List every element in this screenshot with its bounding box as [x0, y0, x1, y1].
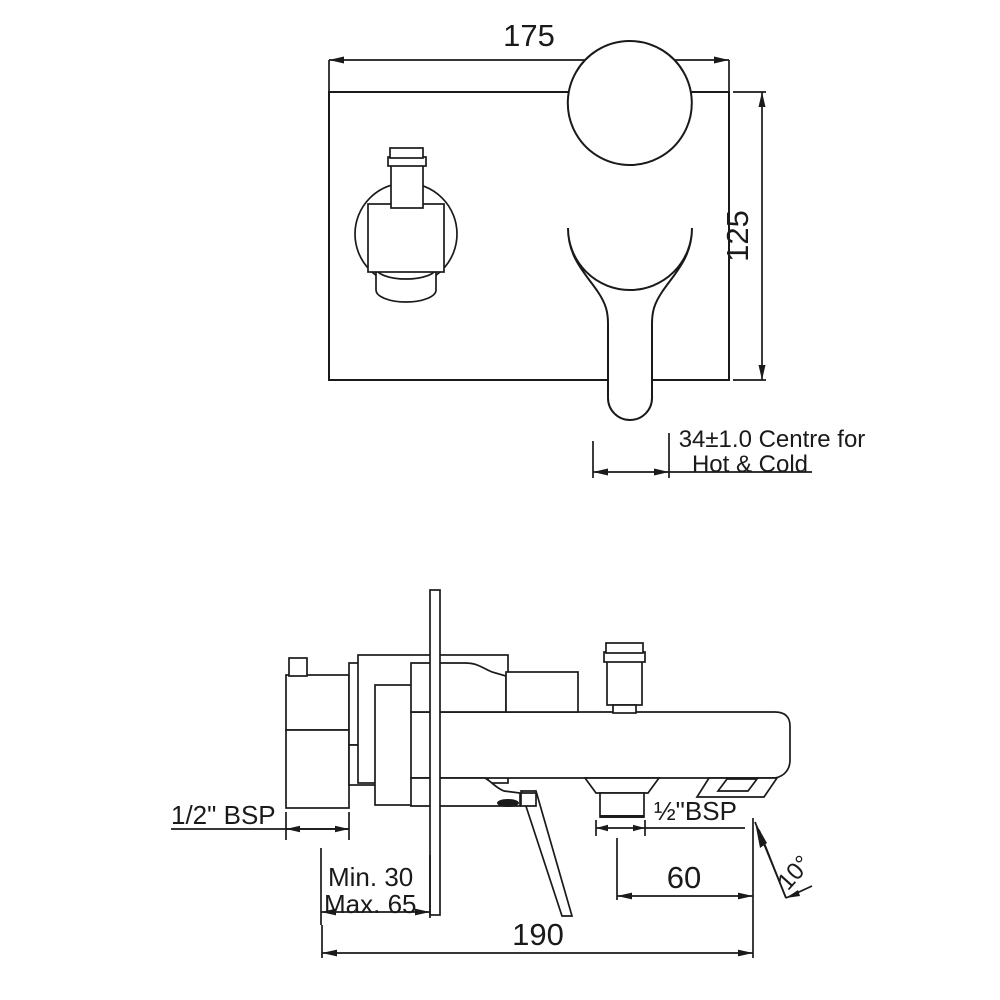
wall-reference-line	[429, 589, 441, 916]
dimension-label-plate-height: 125	[720, 210, 755, 262]
diverter-knob-side	[603, 642, 646, 714]
label-spout-projection-partial: 60	[667, 860, 701, 895]
escutcheon-plate	[328, 91, 730, 381]
front-elevation-view: 175 125	[328, 18, 866, 478]
dimension-label-plate-width: 175	[503, 18, 555, 53]
body-upper-block	[505, 671, 579, 713]
dimension-spout-projection-total	[321, 900, 754, 958]
label-spout-angle: 10°	[772, 850, 816, 895]
mixer-body-spout	[410, 711, 791, 779]
label-wall-thickness-min: Min. 30	[328, 862, 413, 892]
lever-handle-side	[519, 790, 574, 917]
label-inlet-thread-right: ½"BSP	[654, 796, 737, 826]
dimension-spout-projection-partial	[616, 818, 754, 900]
inlet-spigot-base	[600, 815, 644, 818]
dimension-hot-cold-centre	[592, 433, 812, 478]
label-wall-thickness-max: Max. 65	[324, 889, 417, 919]
label-inlet-thread-left: 1/2" BSP	[171, 800, 276, 830]
dimension-inlet-thread-left	[171, 812, 350, 840]
lever-handle	[566, 40, 693, 421]
lever-handle-neck	[520, 792, 537, 807]
dimension-wall-thickness	[320, 848, 431, 925]
dimension-spout-angle	[754, 821, 813, 899]
label-spout-projection-total: 190	[512, 917, 564, 952]
lever-pivot	[497, 799, 519, 807]
note-hot-cold-centre-line1: 34±1.0 Centre for	[679, 426, 866, 453]
inlet-spigot	[599, 792, 645, 818]
spout-outlet-aerator	[716, 778, 759, 792]
note-hot-cold-centre-line2: Hot & Cold	[692, 451, 808, 478]
dimension-plate-height	[733, 91, 766, 381]
inlet-connection	[285, 657, 350, 809]
side-section-view: 1/2" BSP ½"BSP Min. 30 Max. 65	[171, 589, 817, 958]
diverter-knob	[354, 147, 458, 303]
inlet-spigot-flange	[583, 777, 661, 794]
dimension-inlet-thread-right	[595, 820, 745, 836]
